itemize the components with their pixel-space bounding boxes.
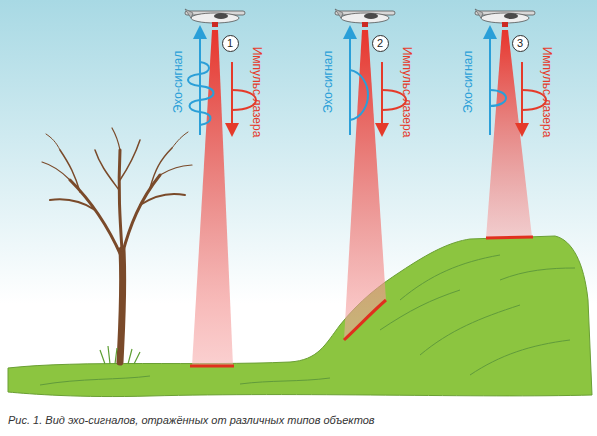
aircraft-body xyxy=(191,13,239,23)
ground xyxy=(8,236,592,397)
aircraft-tail xyxy=(185,9,193,18)
grass-line xyxy=(240,378,330,384)
grass-line xyxy=(420,305,520,355)
echo-waveform xyxy=(350,70,368,120)
tree-branch xyxy=(119,150,122,250)
aircraft xyxy=(185,9,245,27)
tree-branch xyxy=(60,150,80,192)
laser-beam xyxy=(486,30,532,238)
tree-branch xyxy=(120,140,140,180)
figure-caption: Рис. 1. Вид эхо-сигналов, отражённых от … xyxy=(8,414,375,426)
grass-line xyxy=(380,290,460,330)
echo-signal-label: Эхо-сигнал xyxy=(322,51,334,114)
reflection-spot xyxy=(486,237,533,238)
laser-scanner xyxy=(502,22,508,27)
callout-circle: 1 xyxy=(222,35,239,52)
tree-branch xyxy=(122,175,160,255)
callout-circle: 2 xyxy=(372,35,389,52)
echo-signal-label: Эхо-сигнал xyxy=(172,51,184,114)
laser-pulse-label: Импульс лазера xyxy=(541,47,553,138)
tree-branch xyxy=(95,150,119,190)
tree-branch xyxy=(70,180,122,258)
aircraft-tail xyxy=(335,9,343,18)
grass-line xyxy=(40,376,150,385)
waveforms xyxy=(350,32,406,135)
aircraft-body xyxy=(481,13,529,23)
grass-line xyxy=(470,340,570,375)
tree-twig xyxy=(112,128,120,150)
aircraft-cockpit xyxy=(504,13,518,19)
waveforms xyxy=(188,32,256,135)
laser-beam xyxy=(344,30,386,340)
sky xyxy=(0,0,597,405)
tree-branch xyxy=(150,148,172,188)
echo-signal-label: Эхо-сигнал xyxy=(462,51,474,114)
margin xyxy=(0,400,597,436)
tree xyxy=(42,128,192,362)
echo-arrow xyxy=(199,32,201,135)
grass-tuft xyxy=(100,346,140,364)
echo-waveform xyxy=(188,62,214,125)
pulse-arrow xyxy=(231,62,233,130)
laser-pulse-label: Импульс лазера xyxy=(251,47,263,138)
tree-twig xyxy=(46,134,60,150)
callout-number: 1 xyxy=(227,38,233,49)
waveforms xyxy=(490,32,546,135)
aircraft-cockpit xyxy=(214,13,228,19)
aircraft xyxy=(335,9,395,27)
callout-number: 3 xyxy=(517,38,523,49)
laser-beam xyxy=(192,30,233,366)
tree-branch xyxy=(50,199,95,210)
echo-waveform xyxy=(490,90,506,106)
tree-twig xyxy=(160,165,192,175)
aircraft-body xyxy=(341,13,389,23)
reflection-spot xyxy=(190,365,234,368)
echo-arrow xyxy=(489,32,491,135)
grass-line xyxy=(400,255,500,300)
pulse-arrow xyxy=(381,62,383,130)
pulse-arrow xyxy=(521,62,523,130)
callout-circle: 3 xyxy=(512,35,529,52)
tree-twig xyxy=(42,162,70,180)
tree-trunk xyxy=(120,250,123,362)
laser-scanner xyxy=(212,22,218,27)
tree-branch xyxy=(140,194,185,205)
aircraft xyxy=(475,9,535,27)
grass-blades xyxy=(100,346,140,364)
grass-line xyxy=(500,268,575,280)
laser-scanner xyxy=(362,22,368,27)
laser-pulse-label: Импульс лазера xyxy=(401,47,413,138)
tree-twig xyxy=(172,132,188,148)
aircraft-tail xyxy=(475,9,483,18)
aircraft-cockpit xyxy=(364,13,378,19)
callout-number: 2 xyxy=(377,38,383,49)
reflection-spot xyxy=(344,300,386,340)
